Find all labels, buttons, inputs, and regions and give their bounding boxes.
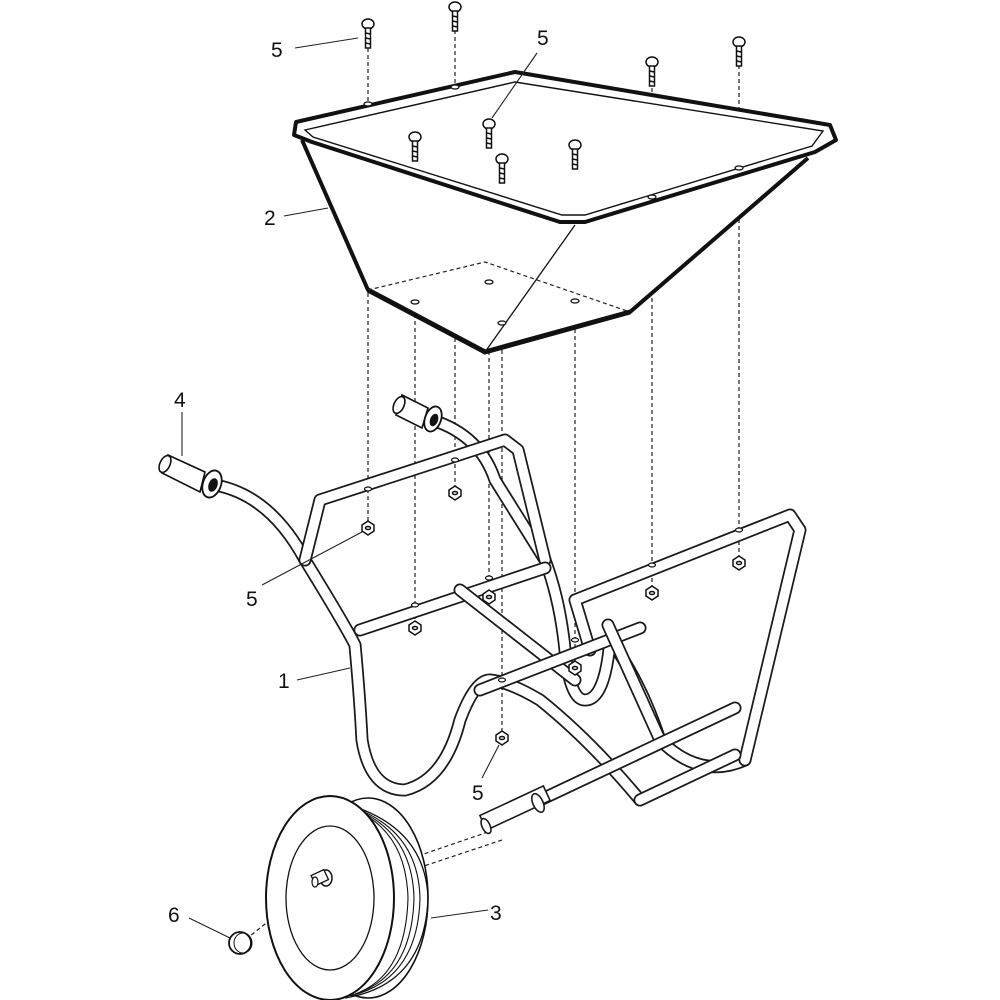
tray-bolt-holes xyxy=(363,84,744,326)
grip-right xyxy=(392,393,443,433)
nut-icon xyxy=(482,589,496,605)
nut-icon xyxy=(448,485,462,501)
tray xyxy=(292,70,838,355)
leader-lines xyxy=(181,37,538,939)
hub-cap xyxy=(228,931,253,955)
bolt-icon xyxy=(495,153,509,184)
callout-wheel: 3 xyxy=(490,902,502,925)
frame xyxy=(208,413,807,835)
bolt-icon xyxy=(482,118,496,149)
nut-icon xyxy=(361,520,375,536)
bolt-icon xyxy=(361,18,375,49)
bolt-icon xyxy=(568,139,582,170)
callout-frame: 1 xyxy=(278,670,290,693)
callout-bolt-top-center: 5 xyxy=(537,27,549,50)
bolt-icon xyxy=(645,56,659,87)
nut-icon xyxy=(408,620,422,636)
callout-hub-cap: 6 xyxy=(168,904,180,927)
nut-icon xyxy=(732,555,746,571)
nut-icon xyxy=(645,585,659,601)
nut-icon xyxy=(495,730,509,746)
callout-bolt-top-left: 5 xyxy=(271,39,283,62)
hex-nuts xyxy=(361,485,746,746)
grip-left xyxy=(158,453,223,499)
bolt-icon xyxy=(448,1,462,32)
callout-nut-bottom: 5 xyxy=(472,782,484,805)
frame-bolt-holes xyxy=(363,457,744,683)
carriage-bolts xyxy=(361,1,746,184)
wheel xyxy=(265,795,429,1000)
bolt-icon xyxy=(408,131,422,162)
callout-labels: 4 5 5 2 5 1 5 3 6 xyxy=(168,27,549,927)
callout-nut-left: 5 xyxy=(246,588,258,611)
nut-icon xyxy=(568,660,582,676)
callout-grip: 4 xyxy=(174,389,186,412)
bolt-icon xyxy=(732,36,746,67)
callout-tray: 2 xyxy=(264,207,276,230)
handle-grips xyxy=(158,393,443,499)
